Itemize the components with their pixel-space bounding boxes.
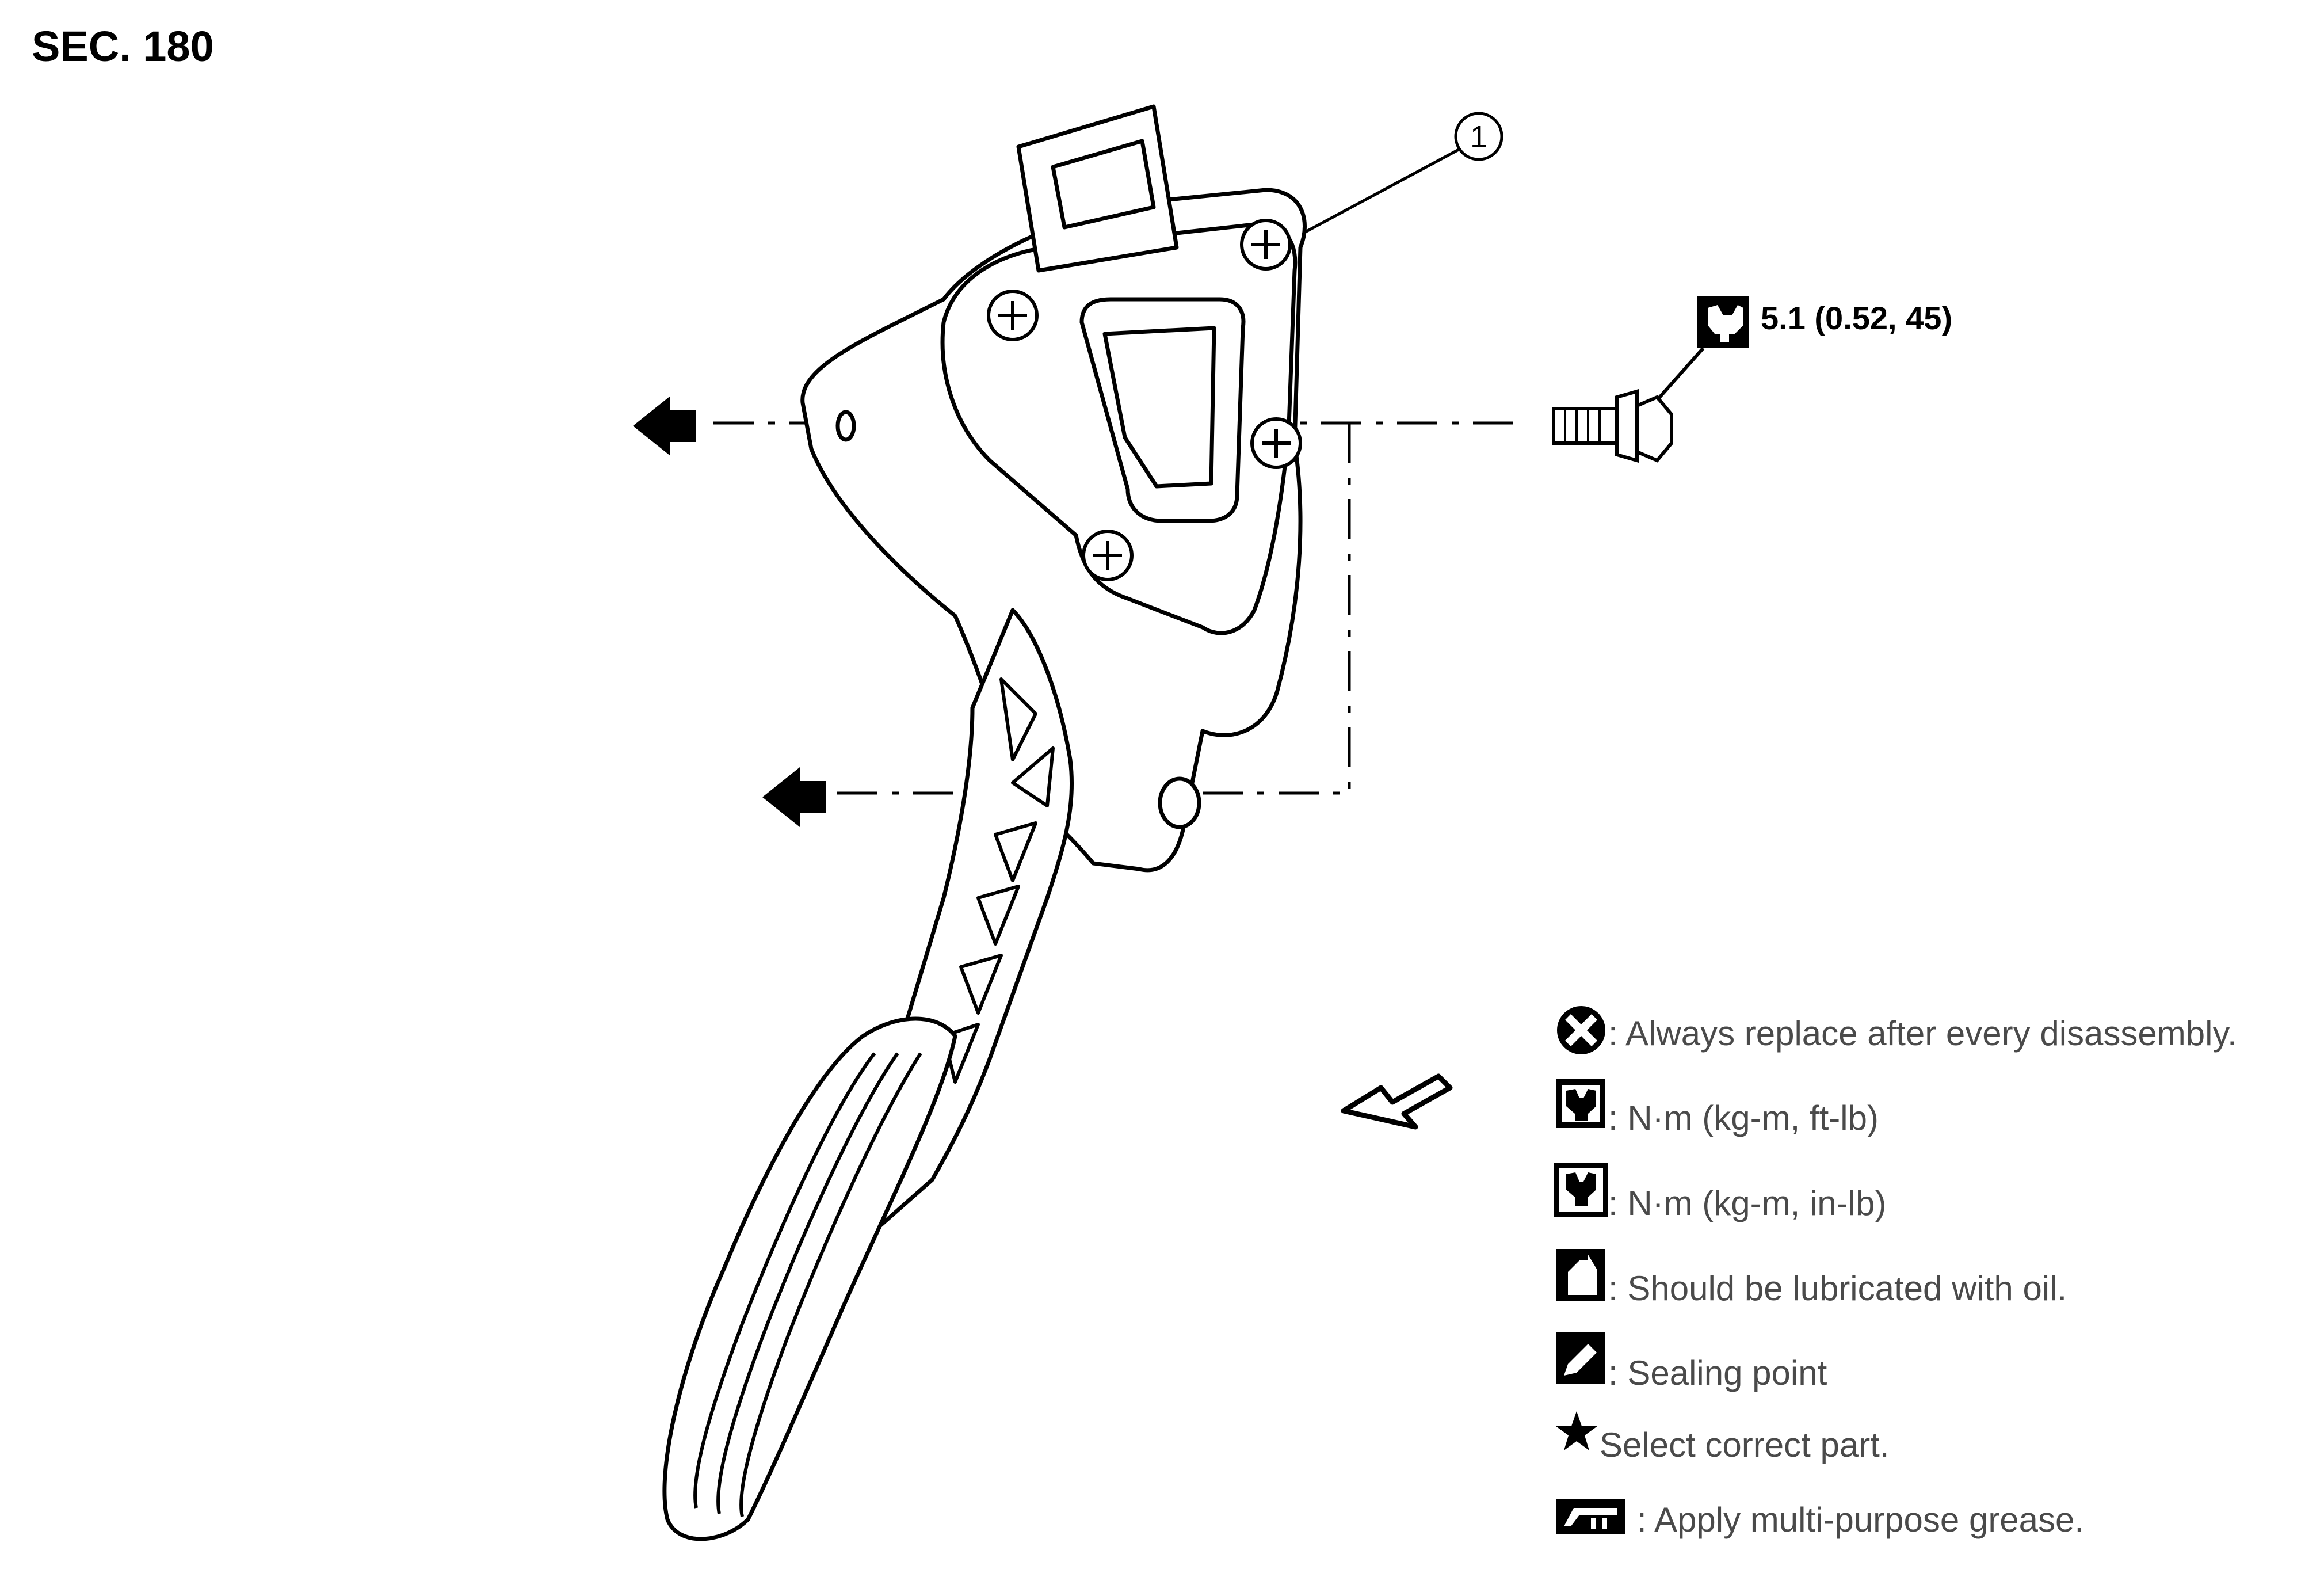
phillips-screws — [987, 219, 1302, 581]
legend-text-replace: : Always replace after every disassembly… — [1608, 1014, 2237, 1053]
legend-item-oil: : Should be lubricated with oil. — [1554, 1259, 2067, 1317]
sealing-icon — [1556, 1332, 1605, 1384]
legend-text-select-part: Select correct part. — [1600, 1425, 1890, 1464]
callout-1-number: 1 — [1470, 120, 1487, 154]
screw-lower — [1082, 530, 1134, 581]
torque-wrench-inlb-icon-spec — [1697, 296, 1749, 348]
legend-item-replace: : Always replace after every disassembly… — [1554, 1004, 2237, 1062]
torque-wrench-ftlb-icon — [1556, 1079, 1605, 1128]
legend-text-grease: : Apply multi-purpose grease. — [1637, 1500, 2085, 1539]
screw-upper-left — [987, 290, 1039, 341]
legend-item-torque-ftlb: : N·m (kg-m, ft-lb) — [1554, 1089, 1879, 1146]
screw-middle-right — [1250, 417, 1302, 469]
front-arrow-icon — [1341, 1073, 1453, 1130]
section-label: SEC. 180 — [32, 22, 214, 70]
torque-spec-label: 5.1 (0.52, 45) — [1761, 300, 1953, 336]
star-icon — [1556, 1411, 1597, 1450]
replace-x-icon — [1557, 1006, 1605, 1054]
legend-text-sealing: : Sealing point — [1608, 1353, 1827, 1392]
legend-text-torque-inlb: : N·m (kg-m, in-lb) — [1608, 1183, 1887, 1222]
mount-arrow-lower — [762, 767, 826, 827]
legend-item-select-part: Select correct part. — [1554, 1416, 1890, 1473]
legend-item-sealing: : Sealing point — [1554, 1344, 1827, 1401]
legend-item-grease: : Apply multi-purpose grease. — [1554, 1491, 2084, 1548]
callout-1 — [1302, 112, 1503, 235]
legend-text-oil: : Should be lubricated with oil. — [1608, 1269, 2067, 1308]
legend-item-torque-inlb: : N·m (kg-m, in-lb) — [1554, 1174, 1886, 1232]
accelerator-pedal-assembly — [662, 104, 1307, 1541]
torque-wrench-inlb-icon — [1554, 1163, 1608, 1217]
oil-can-icon — [1556, 1249, 1605, 1301]
grease-icon — [1556, 1499, 1625, 1534]
legend-icons — [1554, 1006, 1625, 1534]
mount-arrow-upper — [633, 396, 696, 456]
mounting-bolt — [1552, 347, 1705, 463]
legend-text-torque-ftlb: : N·m (kg-m, ft-lb) — [1608, 1098, 1879, 1137]
screw-upper-right — [1240, 219, 1292, 271]
